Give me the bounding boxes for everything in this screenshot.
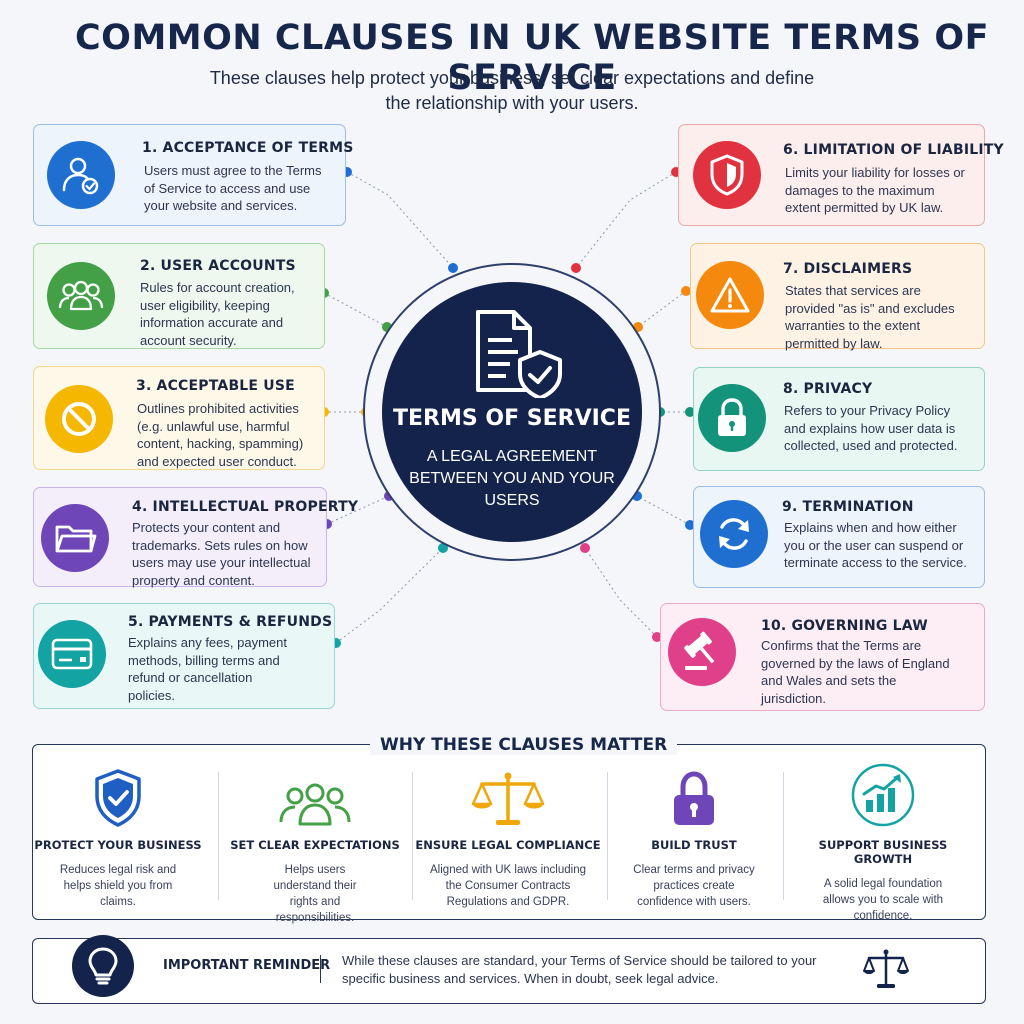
- clause-title: 3. ACCEPTABLE USE: [136, 378, 295, 394]
- why-item-trust: BUILD TRUST Clear terms and privacy prac…: [599, 762, 789, 910]
- clause-desc: Confirms that the Terms are governed by …: [761, 638, 950, 706]
- reminder-text: While these clauses are standard, your T…: [342, 953, 817, 986]
- divider: [218, 772, 219, 900]
- divider: [412, 772, 413, 900]
- clause-title: 4. INTELLECTUAL PROPERTY: [132, 499, 359, 515]
- shield-check-icon: [95, 769, 141, 827]
- clause-title: 1. ACCEPTANCE OF TERMS: [142, 140, 354, 156]
- lock-icon: [674, 771, 714, 825]
- clause-title: 5. PAYMENTS & REFUNDS: [128, 614, 333, 630]
- why-item-title: SUPPORT BUSINESS GROWTH: [818, 838, 948, 866]
- page-title: COMMON CLAUSES IN UK WEBSITE TERMS OF SE…: [75, 18, 989, 98]
- clause-card-disclaimers: 7. DISCLAIMERS States that services are …: [690, 243, 985, 351]
- clause-card-termination: 9. TERMINATION Explains when and how eit…: [693, 486, 985, 588]
- folder-icon: [41, 504, 109, 572]
- refresh-icon: [700, 500, 768, 568]
- gavel-icon: [668, 618, 736, 686]
- clause-card-acceptable-use: 3. ACCEPTABLE USE Outlines prohibited ac…: [33, 366, 325, 470]
- lightbulb-icon: [72, 935, 134, 997]
- scales-icon: [863, 949, 909, 988]
- why-item-title: ENSURE LEGAL COMPLIANCE: [415, 838, 601, 852]
- document-shield-icon: [476, 310, 562, 398]
- clause-desc: Outlines prohibited activities (e.g. unl…: [137, 401, 304, 469]
- why-item-desc: Clear terms and privacy practices create…: [633, 864, 755, 908]
- clause-desc: Explains when and how either you or the …: [784, 520, 967, 570]
- reminder-title: IMPORTANT REMINDER: [163, 958, 331, 973]
- clause-desc: Limits your liability for losses or dama…: [785, 165, 965, 215]
- clause-title: 2. USER ACCOUNTS: [140, 258, 296, 274]
- divider: [607, 772, 608, 900]
- clause-card-payments: 5. PAYMENTS & REFUNDS Explains any fees,…: [33, 603, 335, 709]
- credit-card-icon: [38, 620, 106, 688]
- clause-desc: Refers to your Privacy Policy and explai…: [784, 403, 958, 453]
- reminder-box: [32, 938, 986, 1004]
- why-item-growth: SUPPORT BUSINESS GROWTH A solid legal fo…: [788, 762, 978, 924]
- why-item-title: BUILD TRUST: [651, 838, 737, 852]
- clause-card-privacy: 8. PRIVACY Refers to your Privacy Policy…: [693, 367, 985, 471]
- why-item-desc: Aligned with UK laws including the Consu…: [430, 864, 586, 908]
- prohibited-icon: [45, 385, 113, 453]
- why-item-title: PROTECT YOUR BUSINESS: [34, 838, 202, 852]
- clause-desc: Users must agree to the Terms of Service…: [144, 163, 322, 213]
- clause-title: 7. DISCLAIMERS: [783, 261, 913, 277]
- hub-subtitle: A LEGAL AGREEMENT BETWEEN YOU AND YOUR U…: [409, 448, 615, 509]
- why-item-desc: Helps users understand their rights and …: [273, 864, 357, 924]
- clause-card-limitation-of-liability: 6. LIMITATION OF LIABILITY Limits your l…: [678, 124, 1004, 226]
- users-icon: [47, 262, 115, 330]
- scales-icon: [471, 772, 545, 825]
- clause-title: 8. PRIVACY: [783, 381, 873, 397]
- divider: [783, 772, 784, 900]
- why-item-desc: A solid legal foundation allows you to s…: [822, 878, 944, 922]
- growth-chart-icon: [851, 763, 915, 827]
- why-item-protect: PROTECT YOUR BUSINESS Reduces legal risk…: [23, 762, 213, 910]
- why-item-expectations: SET CLEAR EXPECTATIONS Helps users under…: [220, 762, 410, 926]
- reminder-divider: [320, 955, 321, 983]
- clause-title: 10. GOVERNING LAW: [761, 618, 928, 634]
- lock-icon: [698, 384, 766, 452]
- page-subtitle: These clauses help protect your business…: [209, 68, 815, 113]
- shield-alert-icon: [693, 141, 761, 209]
- clause-card-intellectual-property: 4. INTELLECTUAL PROPERTY Protects your c…: [33, 487, 358, 588]
- clause-card-acceptance: 1. ACCEPTANCE OF TERMS Users must agree …: [33, 124, 353, 226]
- user-check-icon: [47, 141, 115, 209]
- clause-card-user-accounts: 2. USER ACCOUNTS Rules for account creat…: [33, 243, 325, 349]
- why-item-compliance: ENSURE LEGAL COMPLIANCE Aligned with UK …: [413, 762, 603, 910]
- clause-title: 6. LIMITATION OF LIABILITY: [783, 142, 1004, 158]
- clause-desc: Explains any fees, payment methods, bill…: [128, 635, 287, 703]
- clause-desc: States that services are provided "as is…: [785, 283, 955, 351]
- clause-card-governing-law: 10. GOVERNING LAW Confirms that the Term…: [660, 603, 985, 711]
- hub-title: TERMS OF SERVICE: [393, 406, 631, 431]
- why-item-title: SET CLEAR EXPECTATIONS: [230, 838, 400, 852]
- users-icon: [279, 783, 351, 826]
- clause-desc: Protects your content and trademarks. Se…: [132, 520, 311, 588]
- clause-desc: Rules for account creation, user eligibi…: [140, 280, 295, 348]
- warning-icon: [696, 261, 764, 329]
- why-item-desc: Reduces legal risk and helps shield you …: [59, 864, 177, 908]
- clause-title: 9. TERMINATION: [782, 499, 914, 515]
- why-title: WHY THESE CLAUSES MATTER: [370, 735, 678, 755]
